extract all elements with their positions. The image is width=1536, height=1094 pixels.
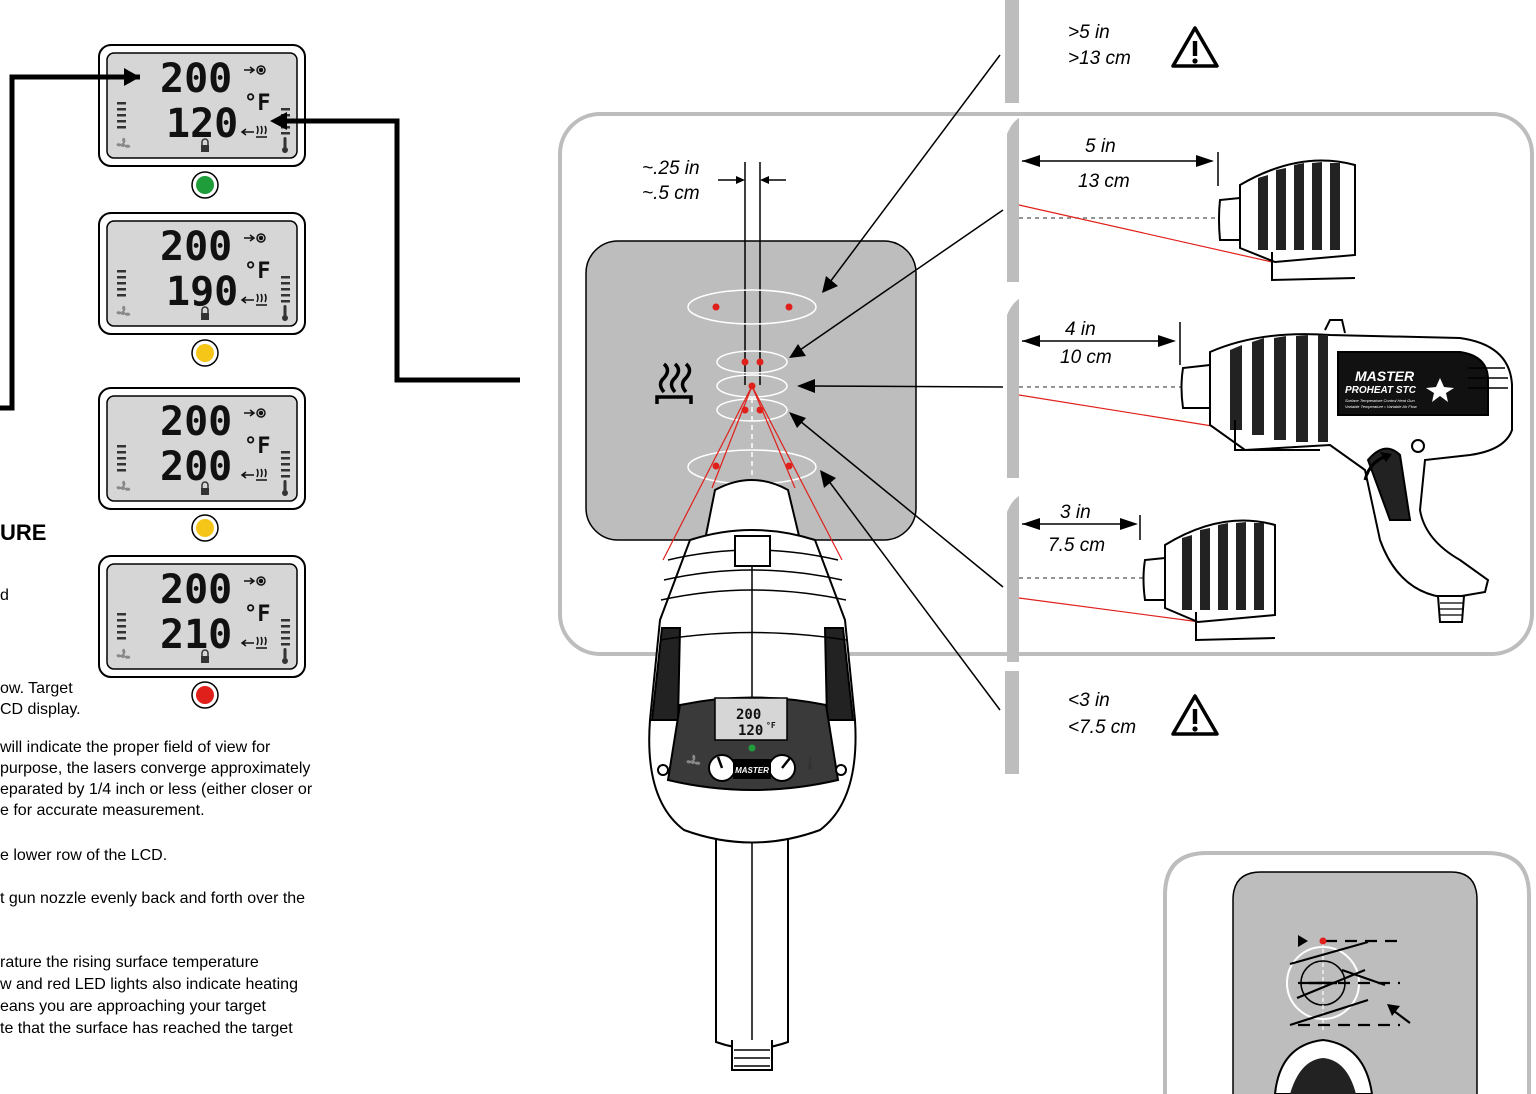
spread-label-in: ~.25 in <box>642 158 700 179</box>
body-text: eans you are approaching your target <box>0 998 266 1015</box>
connector-line-set-temp <box>0 74 140 411</box>
lcd-actual-temp: 120 <box>166 101 238 147</box>
body-text: e for accurate measurement. <box>0 802 205 819</box>
distance-label-in: >5 in <box>1068 22 1110 43</box>
body-text: rature the rising surface temperature <box>0 954 259 971</box>
target-arrow-icon <box>244 65 266 586</box>
inset-frame <box>1163 851 1531 1094</box>
lcd-unit: °F <box>244 91 271 116</box>
laser-beams <box>662 385 843 561</box>
distance-frame <box>558 112 1534 656</box>
distance-label-cm: 10 cm <box>1060 347 1112 368</box>
section-heading-fragment: URE <box>0 520 47 545</box>
spread-label-cm: ~.5 cm <box>642 183 700 204</box>
side-brand-name: MASTER <box>1355 368 1415 384</box>
laser-spot-rings <box>687 289 817 485</box>
distance-label-cm: >13 cm <box>1068 48 1131 69</box>
warning-icon <box>1171 694 1219 736</box>
lcd-actual-temp: 200 <box>160 444 232 490</box>
distance-label-in: 4 in <box>1065 319 1096 340</box>
led-indicator-yellow <box>191 514 219 542</box>
lcd-set-temp: 200 <box>160 567 232 613</box>
lcd-unit: °F <box>244 259 271 284</box>
led-indicator-yellow <box>191 339 219 367</box>
heat-gun-side-partial-3in <box>1142 519 1276 642</box>
body-text: e lower row of the LCD. <box>0 847 168 864</box>
laser-dots <box>712 303 793 470</box>
body-text: will indicate the proper field of view f… <box>0 739 271 756</box>
lcd-actual-temp: 210 <box>160 612 232 658</box>
dimension-arrows <box>1022 152 1219 540</box>
heat-gun-front-view: 200 120 °F MASTER <box>648 479 857 1071</box>
body-text: t gun nozzle evenly back and forth over … <box>0 890 306 907</box>
heat-gun-side-partial-5in <box>1218 159 1356 282</box>
body-text: eparated by 1/4 inch or less (either clo… <box>0 781 313 798</box>
connector-line-actual-temp <box>275 118 520 383</box>
distance-label-cm: 13 cm <box>1078 171 1130 192</box>
gun-lcd-set: 200 <box>736 707 761 723</box>
side-laser-lines <box>1018 204 1273 623</box>
distance-label-in: <3 in <box>1068 690 1110 711</box>
lcd-actual-temp: 190 <box>166 269 238 315</box>
body-text: ow. Target <box>0 680 73 697</box>
side-brand-tagline: Variable Temperature • Variable Air Flow <box>1345 404 1418 409</box>
distance-walls <box>1005 0 1019 774</box>
side-brand-model: PROHEAT STC <box>1345 385 1417 396</box>
lcd-unit: °F <box>244 602 271 627</box>
distance-pointer-lines <box>799 54 1004 711</box>
warning-icon <box>1171 26 1219 68</box>
gun-lcd-unit: °F <box>766 721 776 730</box>
side-brand-tagline: Surface Temperature Control Heat Gun <box>1345 398 1415 403</box>
distance-label-in: 3 in <box>1060 502 1091 523</box>
heat-arrow-icon <box>240 125 267 649</box>
body-text: CD display. <box>0 701 81 718</box>
heat-symbol-icon <box>655 362 693 404</box>
body-text: purpose, the lasers converge approximate… <box>0 760 311 777</box>
lcd-set-temp: 200 <box>160 399 232 445</box>
sparkle-icon <box>1426 378 1454 402</box>
lcd-set-temp: 200 <box>160 56 232 102</box>
led-indicator-green <box>191 171 219 199</box>
led-indicator-red <box>191 681 219 709</box>
front-brand-badge: MASTER <box>735 766 769 775</box>
inset-scan-pattern <box>1273 935 1411 1094</box>
body-text: w and red LED lights also indicate heati… <box>0 976 298 993</box>
inset-target-surface <box>1232 871 1478 1094</box>
body-text: d <box>0 587 9 604</box>
lcd-unit: °F <box>244 434 271 459</box>
lcd-set-temp: 200 <box>160 224 232 270</box>
center-lines <box>1019 217 1220 579</box>
body-text: te that the surface has reached the targ… <box>0 1020 293 1037</box>
distance-label-cm: 7.5 cm <box>1048 535 1105 556</box>
gun-lcd-actual: 120 <box>738 723 763 739</box>
distance-label-cm: <7.5 cm <box>1068 717 1136 738</box>
heat-gun-side-full <box>1180 319 1513 623</box>
distance-label-in: 5 in <box>1085 136 1116 157</box>
